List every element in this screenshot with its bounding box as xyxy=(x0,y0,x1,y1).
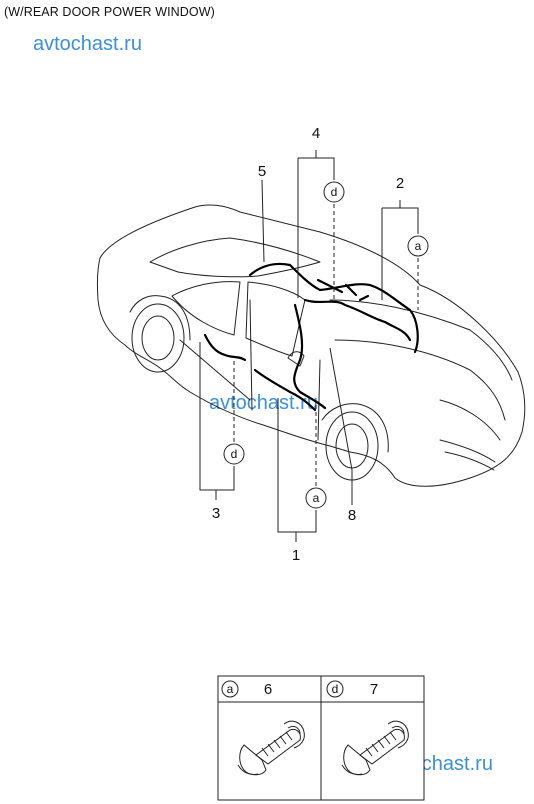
legend-d-letter: d xyxy=(332,682,339,696)
connector-d-top: d xyxy=(323,181,345,203)
connector-d-left: d xyxy=(223,443,245,465)
leader-lines xyxy=(199,150,419,542)
callout-8: 8 xyxy=(348,507,356,524)
connector-legend-table: a 6 d 7 xyxy=(217,675,425,801)
legend-a-letter: a xyxy=(227,682,234,696)
callout-2: 2 xyxy=(396,175,404,192)
car-outline xyxy=(96,204,526,487)
connector-a-top-label: a xyxy=(415,239,422,253)
legend-cell-a: a 6 xyxy=(221,680,272,698)
wiring-harness xyxy=(203,262,419,412)
callout-1: 1 xyxy=(292,547,300,564)
legend-7-number: 7 xyxy=(370,681,378,698)
callout-4: 4 xyxy=(312,125,320,142)
connector-a-bottom-label: a xyxy=(313,491,320,505)
connector-a-bottom: a xyxy=(305,487,327,509)
grommet-6-icon xyxy=(237,720,305,776)
legend-6-number: 6 xyxy=(264,681,272,698)
connector-d-left-label: d xyxy=(231,447,238,461)
watermark-top: avtochast.ru xyxy=(33,33,142,55)
watermark-middle: avtochast.ru xyxy=(209,392,318,414)
connector-a-top: a xyxy=(407,235,429,257)
connector-d-top-label: d xyxy=(331,185,338,199)
grommet-7-icon xyxy=(341,720,409,776)
callout-5: 5 xyxy=(258,163,266,180)
diagram-caption: (W/REAR DOOR POWER WINDOW) xyxy=(4,5,215,19)
callout-numbers: 4 2 5 3 8 1 xyxy=(212,125,404,564)
callout-3: 3 xyxy=(212,505,220,522)
legend-cell-d: d 7 xyxy=(326,680,378,698)
connector-markers: d a d a xyxy=(223,181,429,509)
